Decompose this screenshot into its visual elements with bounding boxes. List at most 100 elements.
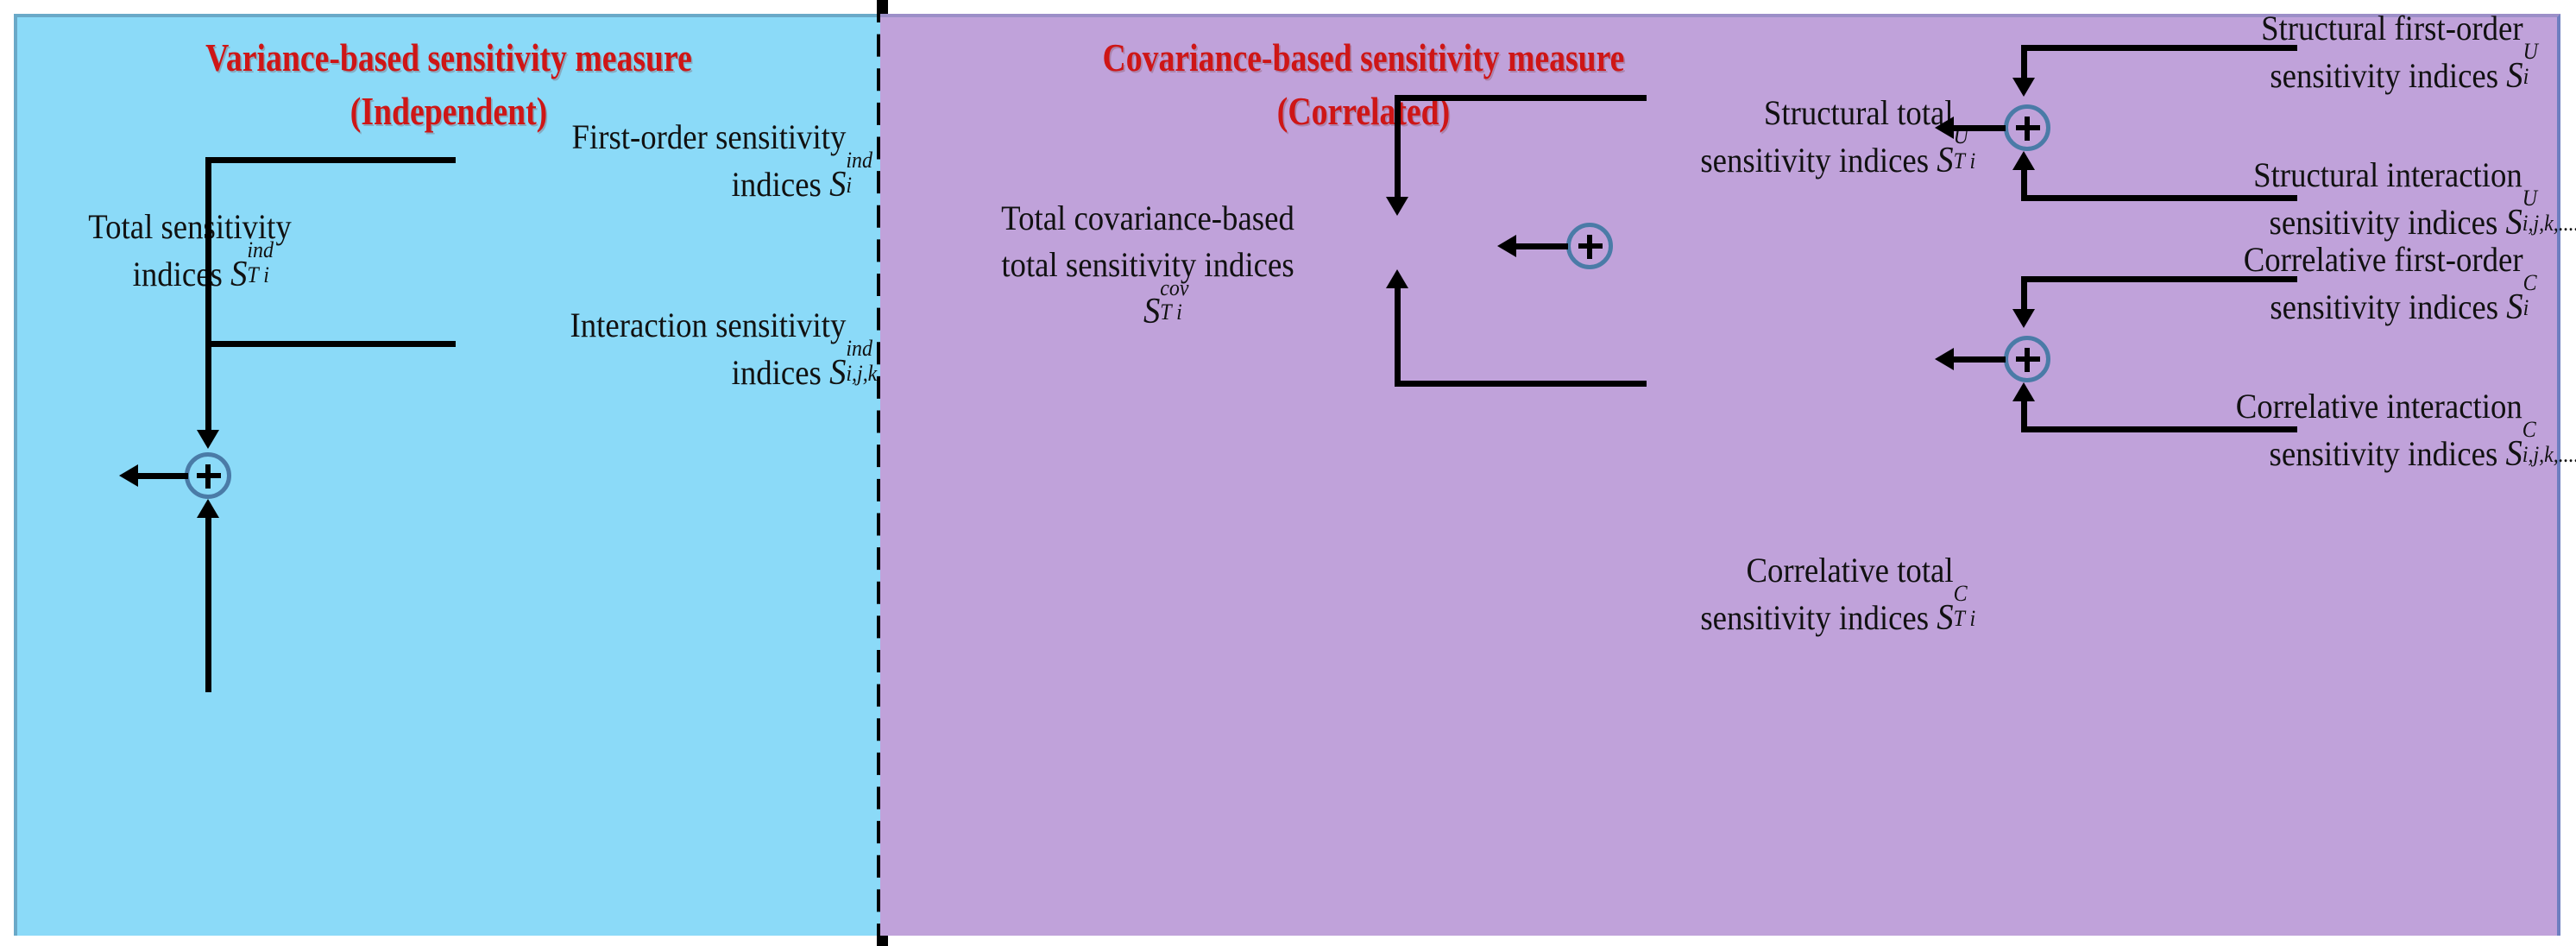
arrowhead-structural-interaction-up [2012, 151, 2035, 170]
node-structural-total-line1: Structural total [1763, 93, 1954, 132]
math-superscript: C [2522, 417, 2536, 443]
math-superscript: C [2522, 270, 2537, 296]
math-superscript: ind [846, 148, 873, 173]
node-interaction-line1: Interaction sensitivity [570, 306, 847, 344]
arrowhead-correlative-first-order-down [2012, 309, 2035, 328]
math-subscript: T i [1953, 605, 1976, 631]
connector-first-order-horizontal [205, 157, 456, 163]
connector-correlative-junction-out [1952, 356, 2006, 363]
node-correlative-total-line1: Correlative total [1746, 551, 1954, 590]
node-first-order-line1: First-order sensitivity [571, 117, 847, 156]
math-symbol: S [1143, 292, 1161, 332]
panel-title-covariance-based: Covariance-based sensitivity measure (Co… [967, 31, 1760, 138]
math-subscript: T i [247, 262, 269, 287]
arrowhead-total-cov-left [1497, 235, 1516, 257]
math-symbol: S [829, 352, 847, 393]
node-total-cov-line2: total sensitivity indices [1001, 244, 1294, 284]
arrowhead-correlative-interaction-up [2012, 382, 2035, 401]
math-subscript: T i [1953, 148, 1976, 173]
math-symbol: S [230, 254, 248, 294]
arrowhead-total-left [119, 464, 138, 487]
node-total-covariance-based: Total covariance-based total sensitivity… [894, 195, 1402, 336]
summing-junction-structural [2004, 104, 2050, 151]
math-subscript: i [2522, 63, 2529, 89]
math-superscript: U [2522, 39, 2538, 65]
math-superscript: ind [846, 336, 873, 362]
arrowhead-structural-first-order-down [2012, 78, 2035, 97]
panel-title-variance-based: Variance-based sensitivity measure (Inde… [95, 31, 803, 138]
summing-junction-total-covariance [1566, 223, 1613, 269]
connector-structural-interaction-horizontal [2021, 195, 2297, 201]
math-superscript: ind [247, 237, 274, 263]
arrowhead-interaction-up [197, 499, 219, 518]
math-superscript: U [2522, 186, 2538, 211]
summing-junction-correlative [2004, 336, 2050, 382]
panel-covariance-based: Covariance-based sensitivity measure (Co… [880, 9, 2576, 936]
math-symbol: S [2505, 202, 2522, 243]
connector-interaction-vertical [205, 514, 211, 692]
node-first-order-line2-text: indices [731, 164, 822, 204]
node-structural-interaction-line2-text: sensitivity indices [2269, 202, 2498, 242]
math-symbol: S [829, 164, 847, 205]
arrowhead-first-order-down [197, 430, 219, 449]
math-subscript: i,j,k,.... [2522, 441, 2576, 467]
node-structural-first-order-line2-text: sensitivity indices [2270, 55, 2499, 95]
connector-junction-to-total [136, 473, 188, 479]
arrowhead-correlative-total-left [1935, 348, 1954, 370]
node-structural-first-order-line1: Structural first-order [2261, 9, 2523, 47]
connector-structural-branch-vertical [1395, 95, 1401, 200]
math-symbol: S [1937, 140, 1954, 180]
connector-correlative-first-order-vertical [2021, 276, 2027, 312]
node-interaction-line2-text: indices [731, 352, 822, 392]
math-superscript: C [1953, 581, 1968, 607]
arrowhead-structural-total-left [1935, 117, 1954, 139]
math-symbol: S [2505, 433, 2522, 474]
arrowhead-structural-branch-down [1386, 197, 1408, 216]
panel-title-line1: Covariance-based sensitivity measure [1102, 35, 1625, 79]
math-subscript: i [2522, 294, 2529, 320]
node-total-line1: Total sensitivity [88, 207, 292, 246]
math-subscript: i [846, 172, 853, 198]
arrowhead-correlative-branch-up [1386, 269, 1408, 288]
node-correlative-first-order-line2-text: sensitivity indices [2270, 287, 2499, 326]
connector-correlative-branch-vertical [1395, 285, 1401, 387]
node-correlative-first-order-line1: Correlative first-order [2243, 240, 2523, 279]
node-correlative-total-line2-text: sensitivity indices [1700, 597, 1930, 637]
node-structural-total-line2-text: sensitivity indices [1700, 140, 1930, 180]
connector-structural-branch-horizontal [1395, 95, 1647, 101]
math-symbol: S [2506, 55, 2523, 96]
node-correlative-first-order: Correlative first-order sensitivity indi… [1999, 236, 2537, 331]
connector-structural-first-order-horizontal [2021, 45, 2297, 51]
connector-main-junction-to-label [1515, 243, 1568, 249]
node-correlative-interaction-line2-text: sensitivity indices [2269, 433, 2498, 473]
math-symbol: S [2506, 287, 2523, 327]
connector-interaction-horizontal [205, 341, 456, 347]
connector-first-order-vertical [205, 157, 211, 433]
node-structural-interaction: Structural interaction sensitivity indic… [1982, 152, 2576, 247]
node-structural-first-order: Structural first-order sensitivity indic… [1999, 5, 2538, 100]
panel-title-line2: (Independent) [350, 89, 548, 134]
math-superscript: cov [1160, 275, 1189, 301]
connector-structural-interaction-vertical [2021, 167, 2027, 201]
